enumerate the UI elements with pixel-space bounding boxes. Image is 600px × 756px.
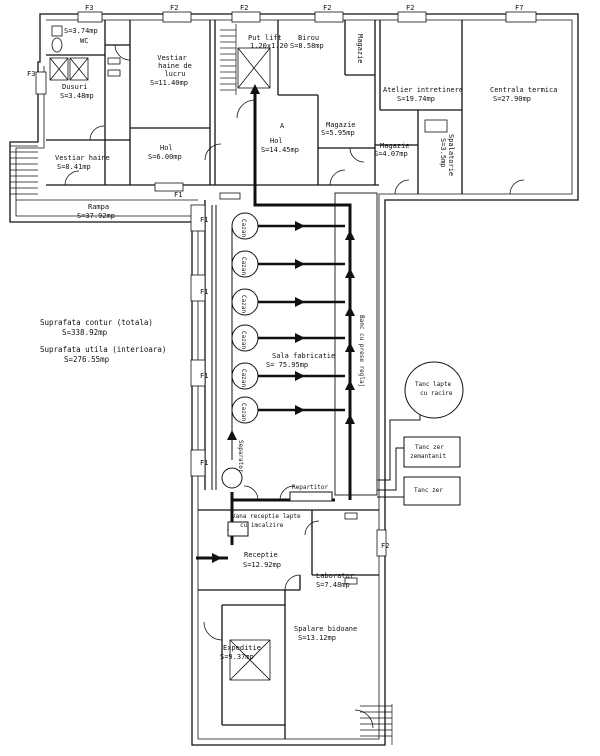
hol2-area: S=14.45mp xyxy=(261,146,299,154)
magazie-top-label: Magazie xyxy=(356,34,364,64)
svg-text:F2: F2 xyxy=(240,4,248,12)
svg-text:F2: F2 xyxy=(323,4,331,12)
put-lift-area: 1.20x1.20 xyxy=(250,42,288,50)
tanc-zer-shape xyxy=(403,476,461,506)
hol2-mark: A xyxy=(280,122,285,130)
rampa-label: Rampa xyxy=(88,203,109,211)
vestiar-lucru-area: S=11.40mp xyxy=(150,79,188,87)
spalare-label: Spalare bidoane xyxy=(294,625,357,633)
wc-area: S=3.74mp xyxy=(64,27,98,35)
dusuri-area: S=3.48mp xyxy=(60,92,94,100)
birou-area: S=8.58mp xyxy=(290,42,324,50)
spalatorie-label: Spalatorie xyxy=(447,134,455,176)
separator-vessel xyxy=(221,467,243,489)
cazan-5-label: Cazan xyxy=(240,369,247,387)
laborator-label: Laborator xyxy=(316,572,354,580)
svg-text:F2: F2 xyxy=(406,4,414,12)
hol1-area: S=6.00mp xyxy=(148,153,182,161)
spalare-area: S=13.12mp xyxy=(298,634,336,642)
tanc-zer-zem-shape xyxy=(403,436,461,468)
svg-text:F3: F3 xyxy=(27,70,35,78)
repartitor-label: Repartitor xyxy=(292,484,329,491)
svg-text:F1: F1 xyxy=(200,459,208,467)
sala-label: Sala fabricatie xyxy=(272,352,335,360)
vestiar-haine-label: Vestiar haine xyxy=(55,154,110,162)
vestiar-lucru-label: Vestiar xyxy=(157,54,187,62)
vana-box xyxy=(227,521,249,537)
cazan-1 xyxy=(231,212,259,240)
cazan-5 xyxy=(231,362,259,390)
tanc-lapte-label2: cu racire xyxy=(420,390,453,397)
cazan-6-label: Cazan xyxy=(240,403,247,421)
hol1-label: Hol xyxy=(160,144,173,152)
rampa-area: S=37.92mp xyxy=(77,212,115,220)
atelier-label: Atelier intretinere xyxy=(383,86,463,94)
window-labels: F3 F2 F2 F2 F2 F7 F3 F1 F1 F1 F1 F1 F2 xyxy=(27,4,523,550)
svg-text:F2: F2 xyxy=(170,4,178,12)
tanc-zer-zem-label: Tanc zer xyxy=(415,444,444,451)
cazan-4-label: Cazan xyxy=(240,331,247,349)
svg-text:F1: F1 xyxy=(200,216,208,224)
dusuri-label: Dusuri xyxy=(62,83,87,91)
cazan-3 xyxy=(231,288,259,316)
cazan-2 xyxy=(231,250,259,278)
walls xyxy=(9,13,579,746)
cazan-1-label: Cazan xyxy=(240,219,247,237)
svg-text:F1: F1 xyxy=(200,288,208,296)
stairs xyxy=(10,24,393,745)
vestiar-lucru-label2: haine de xyxy=(158,62,192,70)
vana-label: Vana receptie lapte xyxy=(232,513,301,520)
utila-label: Suprafata utila (interioara) xyxy=(40,345,166,354)
centrala-label: Centrala termica xyxy=(490,86,557,94)
receptie-label: Receptie xyxy=(244,551,278,559)
birou-label: Birou xyxy=(298,34,319,42)
tanc-lapte-shape xyxy=(404,361,464,419)
centrala-area: S=27.90mp xyxy=(493,95,531,103)
contur-value: S=338.92mp xyxy=(62,328,108,337)
vestiar-haine-area: S=8.41mp xyxy=(57,163,91,171)
cazan-6 xyxy=(231,396,259,424)
fixtures xyxy=(49,25,448,681)
expeditie-label: Expeditie xyxy=(223,644,261,652)
svg-text:F3: F3 xyxy=(85,4,93,12)
vana-label2: cu imcalzire xyxy=(240,522,284,529)
svg-text:F7: F7 xyxy=(515,4,523,12)
laborator-area: S=7.48mp xyxy=(316,581,350,589)
magazie3-label: Magazie xyxy=(380,142,410,150)
tanc-zer-label: Tanc zer xyxy=(414,487,443,494)
windows xyxy=(35,11,537,557)
expeditie-area: S=9.37mp xyxy=(220,653,254,661)
magazie2-label: Magazie xyxy=(326,121,356,129)
hol2-label: Hol xyxy=(270,137,283,145)
put-lift-label: Put lift xyxy=(248,34,282,42)
equipment xyxy=(221,212,464,537)
cazan-2-label: Cazan xyxy=(240,257,247,275)
tanc-lapte-label: Tanc lapte xyxy=(415,381,452,388)
banc-label: Banc cu prese reglaj xyxy=(358,315,365,387)
contur-label: Suprafata contur (totala) xyxy=(40,318,153,327)
area-summary: Suprafata contur (totala) S=338.92mp Sup… xyxy=(40,318,166,364)
svg-text:F1: F1 xyxy=(200,372,208,380)
svg-text:F2: F2 xyxy=(381,542,389,550)
magazie3-area: S=4.07mp xyxy=(374,150,408,158)
repartitor-bar xyxy=(289,491,333,502)
vestiar-lucru-label3: lucru xyxy=(164,70,185,78)
flow-arrows xyxy=(212,84,355,563)
cazan-4 xyxy=(231,324,259,352)
tanc-zer-zem-label2: zemantanit xyxy=(410,453,447,460)
utila-value: S=276.55mp xyxy=(64,355,110,364)
cazan-3-label: Cazan xyxy=(240,295,247,313)
room-labels: S=3.74mp WC Dusuri S=3.48mp Vestiar hain… xyxy=(55,27,557,661)
wc-label: WC xyxy=(80,37,88,45)
sala-area: S= 75.95mp xyxy=(266,361,308,369)
equipment-labels: Cazan Cazan Cazan Cazan Cazan Cazan Sepa… xyxy=(232,219,453,529)
atelier-area: S=19.74mp xyxy=(397,95,435,103)
svg-text:F1: F1 xyxy=(174,191,182,199)
separator-label: Separator xyxy=(237,440,244,473)
receptie-area: S=12.92mp xyxy=(243,561,281,569)
spalatorie-area: S=3.5mp xyxy=(439,138,447,168)
doors xyxy=(64,44,525,729)
magazie2-area: S=5.95mp xyxy=(321,129,355,137)
